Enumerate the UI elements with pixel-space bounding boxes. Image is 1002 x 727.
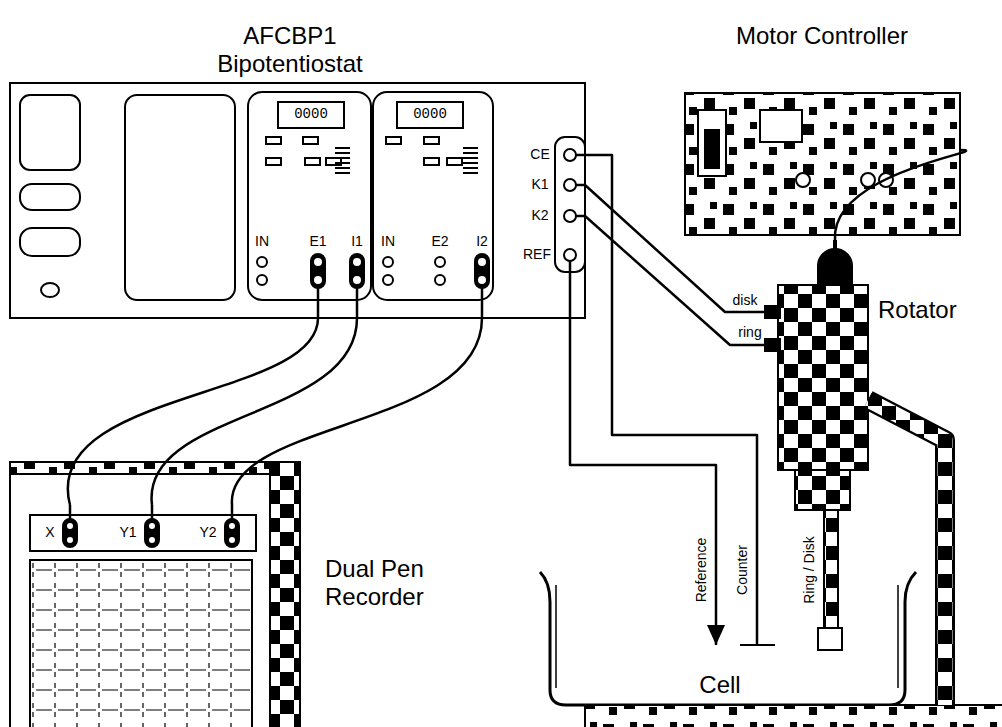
bipotentiostat-housing (10, 83, 585, 318)
recorder-housing (10, 462, 300, 727)
node-title: Motor Controller (722, 22, 922, 50)
terminal-label: X (45, 525, 54, 540)
node-title: AFCBP1 Bipotentiostat (170, 22, 410, 77)
node-title: Cell (675, 671, 765, 699)
terminal-label: K2 (531, 208, 548, 223)
node-title: Dual Pen Recorder (325, 555, 445, 610)
bipotentiostat-box: AFCBP1 Bipotentiostat (10, 8, 585, 318)
cell-vessel (540, 572, 1002, 727)
wire (232, 318, 482, 505)
wire-label: Counter (735, 543, 750, 597)
wire (585, 155, 757, 645)
wire (152, 318, 357, 505)
terminal-label: K1 (531, 177, 548, 192)
cell-box: Cell (540, 645, 1002, 727)
rotator-cable (868, 400, 945, 517)
terminal-label: E1 (309, 234, 326, 249)
wire-label: disk (731, 293, 760, 308)
terminal-label: IN (381, 234, 395, 249)
wire (68, 318, 318, 505)
terminal-label: IN (255, 234, 269, 249)
display-readout: 0000 (413, 107, 447, 122)
wire-label: Reference (694, 536, 709, 605)
terminal-label: I2 (476, 234, 488, 249)
terminal-label: Y2 (199, 525, 216, 540)
wire (570, 318, 716, 645)
wire (835, 150, 966, 240)
motor-controller-box: Motor Controller (685, 8, 960, 235)
terminal-label: E2 (431, 234, 448, 249)
display-readout: 0000 (294, 107, 328, 122)
wire-label: ring (736, 325, 763, 340)
rotator-cable (938, 515, 953, 645)
recorder-box: Dual Pen Recorder (10, 505, 450, 727)
rotator-body (765, 240, 868, 650)
terminal-label: Y1 (119, 525, 136, 540)
meter-ticks (335, 148, 478, 173)
rotator-box: Rotator (765, 240, 967, 515)
terminal-label: CE (530, 147, 549, 162)
terminal-label: REF (523, 247, 551, 262)
cable-outline (935, 515, 955, 645)
terminals (257, 149, 585, 318)
node-title: Rotator (878, 296, 964, 324)
terminal-label: I1 (351, 234, 363, 249)
motor-controller-housing (685, 93, 960, 235)
part-label: Ring / Disk (802, 536, 817, 604)
